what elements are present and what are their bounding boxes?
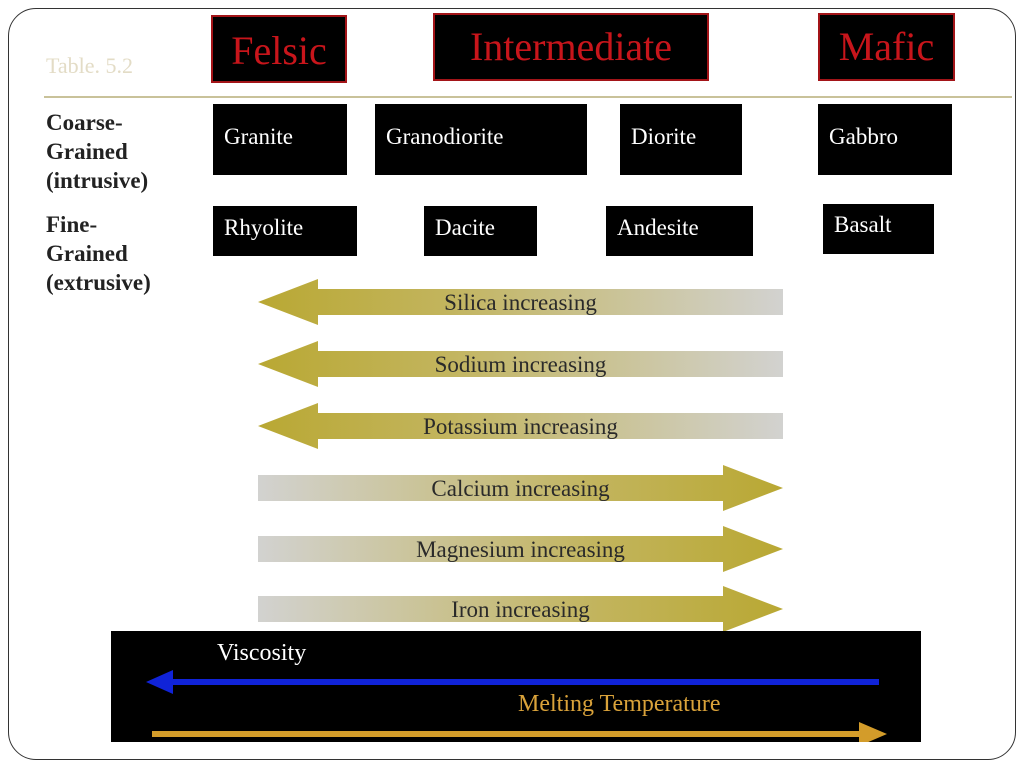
rock-andesite: Andesite <box>606 206 753 256</box>
iron-trend-arrow <box>258 586 783 632</box>
row-label-coarse: Coarse- Grained (intrusive) <box>46 108 148 195</box>
header-divider <box>44 96 1012 98</box>
header-mafic-text: Mafic <box>838 24 935 69</box>
silica-trend-arrow <box>258 279 783 325</box>
potassium-trend-arrow <box>258 403 783 449</box>
calcium-trend-label: Calcium increasing <box>431 476 610 501</box>
melting-temperature-label: Melting Temperature <box>518 691 721 717</box>
row-label-fine-line3: (extrusive) <box>46 270 151 295</box>
rock-dacite: Dacite <box>424 206 537 256</box>
row-label-coarse-line2: Grained <box>46 139 128 164</box>
rock-gabbro: Gabbro <box>818 104 952 175</box>
header-mafic: Mafic <box>818 13 955 81</box>
viscosity-melting-panel: Viscosity Melting Temperature <box>111 631 921 742</box>
row-label-coarse-line1: Coarse- <box>46 110 123 135</box>
magnesium-trend-label: Magnesium increasing <box>416 537 625 562</box>
rock-granite: Granite <box>213 104 347 175</box>
magnesium-trend-arrow <box>258 526 783 572</box>
viscosity-label: Viscosity <box>217 640 307 666</box>
header-intermediate: Intermediate <box>433 13 709 81</box>
calcium-trend-arrow <box>258 465 783 511</box>
sodium-trend-label: Sodium increasing <box>435 352 607 377</box>
potassium-trend-label: Potassium increasing <box>423 414 618 439</box>
rock-granodiorite: Granodiorite <box>375 104 587 175</box>
header-felsic-text: Felsic <box>231 28 327 73</box>
row-label-fine: Fine- Grained (extrusive) <box>46 210 151 297</box>
row-label-fine-line2: Grained <box>46 241 128 266</box>
rock-diorite: Diorite <box>620 104 742 175</box>
header-felsic: Felsic <box>211 15 347 83</box>
header-intermediate-text: Intermediate <box>469 24 673 69</box>
panel-arrows <box>146 670 887 742</box>
silica-trend-label: Silica increasing <box>444 290 597 315</box>
row-label-fine-line1: Fine- <box>46 212 98 237</box>
table-label: Table. 5.2 <box>46 53 134 78</box>
viscosity-arrowhead <box>146 670 173 694</box>
melting-arrowhead <box>859 722 887 742</box>
rock-basalt: Basalt <box>823 204 934 254</box>
sodium-trend-arrow <box>258 341 783 387</box>
row-label-coarse-line3: (intrusive) <box>46 168 149 193</box>
iron-trend-label: Iron increasing <box>451 597 590 622</box>
rock-rhyolite: Rhyolite <box>213 206 357 256</box>
